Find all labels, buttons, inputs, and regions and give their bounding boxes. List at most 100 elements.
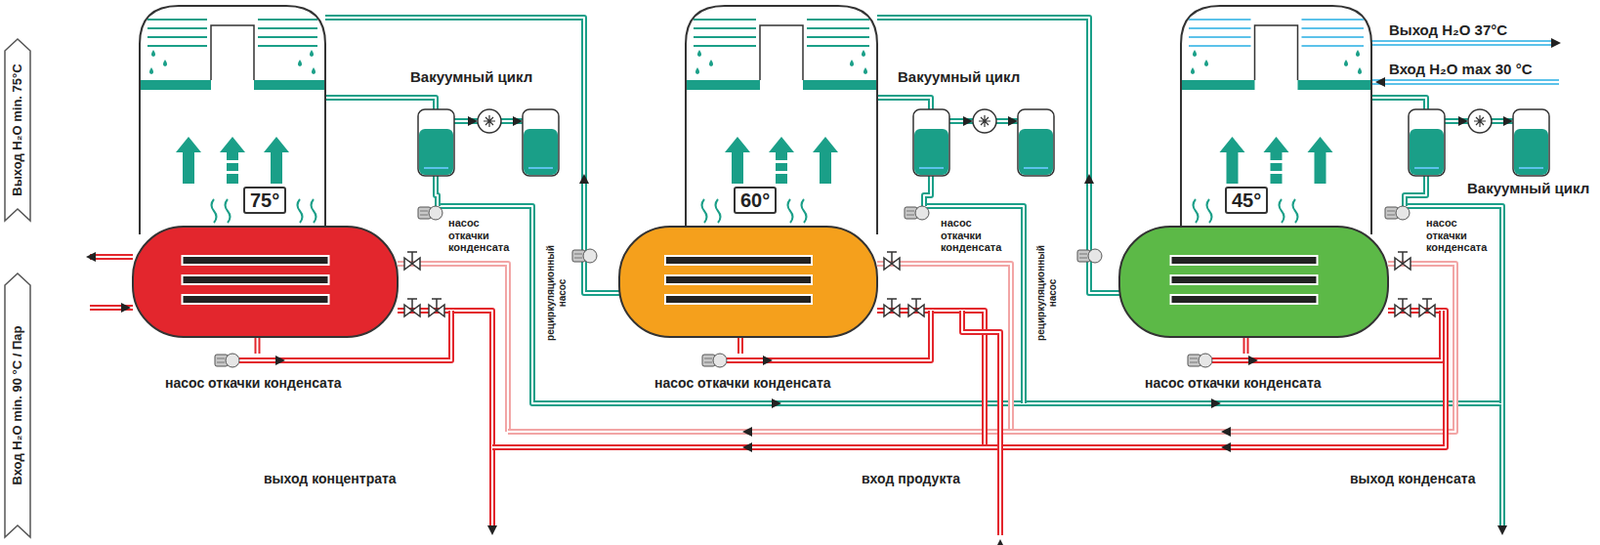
vacuum-tank-liquid xyxy=(914,128,949,175)
droplet xyxy=(697,49,702,57)
condenser-coil xyxy=(1302,18,1365,21)
valve-symbol xyxy=(1394,304,1411,317)
condenser-coil xyxy=(147,27,208,30)
vacuum-tank-liquid xyxy=(523,128,558,175)
condenser-coil xyxy=(806,44,870,47)
pump-head xyxy=(428,206,443,220)
pump-label: насос откачки конденсата xyxy=(652,375,834,391)
heating-pipe xyxy=(89,253,133,260)
outlet-water-label: Выход H₂O 37°C xyxy=(1387,21,1510,39)
valve-symbol xyxy=(908,304,925,317)
condenser-coil xyxy=(1188,36,1252,39)
pump-head xyxy=(1198,353,1213,368)
vapour-chimney xyxy=(210,25,254,81)
valve-stem xyxy=(915,298,918,311)
vapour-chimney xyxy=(1255,25,1299,81)
temperature-value: 60° xyxy=(740,189,770,211)
vacuum-tank-liquid xyxy=(419,128,454,175)
condenser-coil xyxy=(257,36,318,39)
droplet xyxy=(1355,49,1360,57)
recirculation-pump-label: рециркуляционный насос xyxy=(545,242,568,344)
pump-head xyxy=(1088,249,1102,263)
pump-label: насос откачки конденсата xyxy=(1142,375,1324,391)
vapour-wave xyxy=(1293,199,1299,223)
vapour-wave xyxy=(1279,199,1285,223)
vacuum-tank-line xyxy=(528,167,553,169)
arrow-head xyxy=(1551,38,1561,48)
vapour-wave xyxy=(1207,199,1213,223)
heating-tube xyxy=(665,255,812,265)
condenser-coil xyxy=(1302,27,1365,30)
arrow-head xyxy=(963,116,973,127)
pump-fin xyxy=(574,253,583,255)
valve-symbol xyxy=(884,257,900,270)
droplet xyxy=(695,67,700,75)
cooling-water-pipe xyxy=(1371,42,1554,44)
concentrate-outlet-label: выход концентрата xyxy=(261,470,399,487)
temperature-value: 45° xyxy=(1231,189,1262,211)
product-inlet-pipe xyxy=(962,310,1001,536)
vacuum-cycle-label: Вакуумный цикл xyxy=(408,68,535,85)
vacuum-pipe xyxy=(924,175,931,207)
arrow-head xyxy=(1248,355,1259,366)
condenser-coil xyxy=(1302,36,1365,39)
valve-stem xyxy=(890,298,893,311)
vapour-pipe xyxy=(877,17,1120,294)
vapour-wave xyxy=(311,199,317,223)
vapour-wave xyxy=(801,199,807,223)
condenser-coil xyxy=(693,27,757,30)
arrow-head xyxy=(1458,116,1469,127)
vapour-wave xyxy=(702,199,708,223)
pump-pipe xyxy=(1243,336,1250,354)
recirculation-pump-label: рециркуляционный насос xyxy=(1035,242,1058,344)
vacuum-pipe xyxy=(325,97,436,110)
temperature-box: 75° xyxy=(243,186,287,214)
condenser-coil xyxy=(806,27,870,30)
condensate-tray xyxy=(802,80,877,90)
vacuum-tank-line xyxy=(423,167,449,169)
pump-fin xyxy=(1189,358,1198,360)
cooling-water-pipe xyxy=(1371,40,1554,46)
condenser-coil xyxy=(806,36,870,39)
droplet xyxy=(1192,49,1197,57)
valve-stem xyxy=(1426,298,1429,311)
pump-fin xyxy=(420,214,428,216)
vapour-arrow xyxy=(219,136,246,184)
vapour-arrow xyxy=(1307,136,1334,184)
arrow-head xyxy=(1221,442,1231,453)
droplet xyxy=(861,49,866,57)
outlet-arrow-shape xyxy=(4,39,31,221)
condensate-tray xyxy=(1181,80,1256,90)
arrow-head xyxy=(85,252,96,262)
vacuum-tank-line xyxy=(1518,167,1544,169)
arrow-head xyxy=(467,116,478,127)
vapour-arrow xyxy=(175,136,202,184)
condenser-coil xyxy=(147,18,208,21)
vapour-chimney xyxy=(759,25,803,81)
arrow-head xyxy=(1503,116,1514,127)
arrow-head xyxy=(771,398,782,409)
pump-label: насос откачки конденсата xyxy=(938,216,1008,254)
condenser-coil xyxy=(1188,18,1252,21)
vacuum-tank-liquid xyxy=(1018,128,1053,175)
vapour-arrow xyxy=(724,136,751,184)
valve-stem xyxy=(1422,297,1432,300)
evaporator-tank xyxy=(619,226,878,337)
vacuum-pipe xyxy=(877,97,931,110)
pump-pipe xyxy=(256,336,259,354)
condenser-coil xyxy=(693,36,757,39)
vapour-pipe xyxy=(877,17,1120,294)
arrow-head xyxy=(1497,525,1508,536)
valve-symbol xyxy=(1419,304,1435,317)
pump-fin xyxy=(420,210,428,212)
condensate-tray xyxy=(253,80,325,90)
heating-tube xyxy=(665,275,812,285)
vapour-wave xyxy=(297,199,303,223)
condenser-coil xyxy=(1188,27,1252,30)
condensate-pipe xyxy=(437,206,1503,528)
vacuum-pump xyxy=(477,109,502,133)
vapour-arrow xyxy=(768,136,795,184)
vacuum-pump-rotor xyxy=(978,115,991,127)
